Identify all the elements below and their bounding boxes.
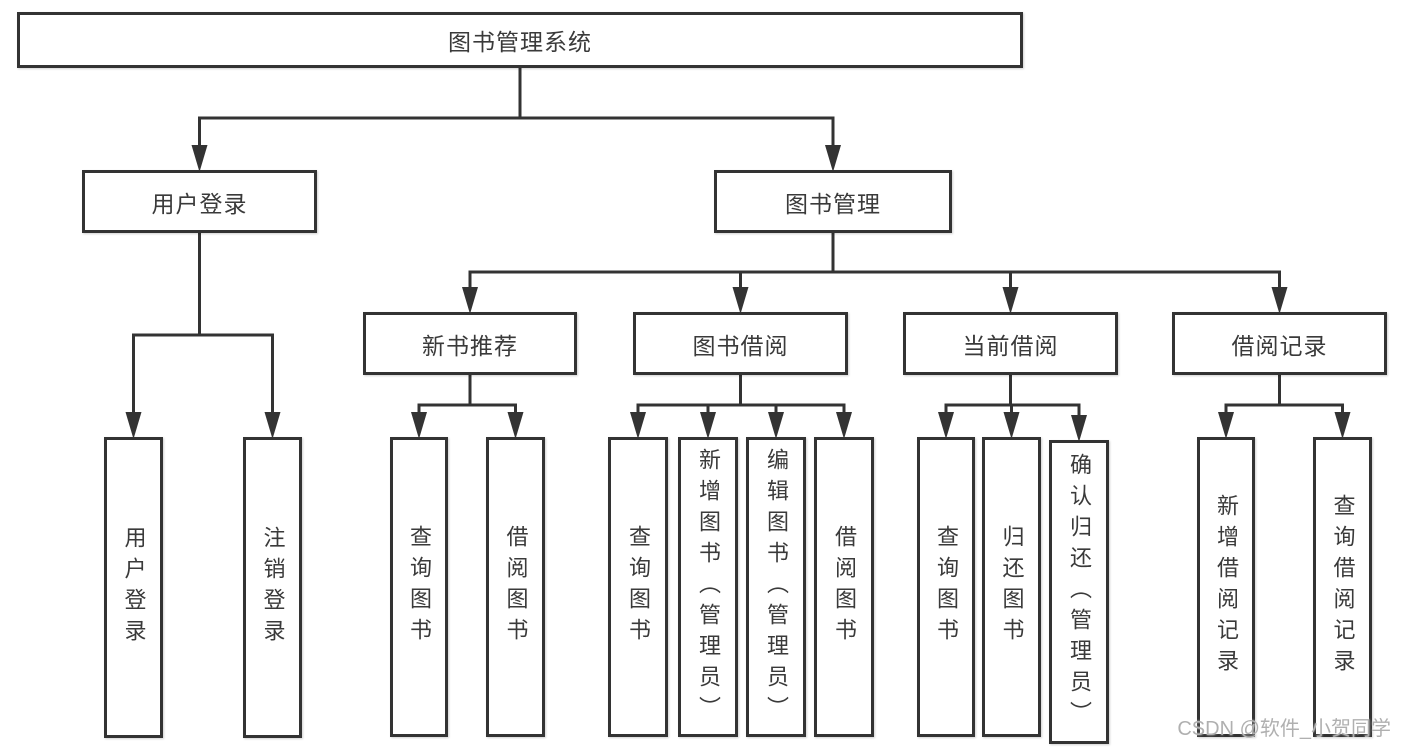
node-book-mgmt: 图书管理 <box>714 170 952 233</box>
node-system: 图书管理系统 <box>17 12 1023 68</box>
node-label: 查询图书 <box>626 525 651 649</box>
node-label: 当前借阅 <box>962 332 1059 359</box>
node-label: 借阅图书 <box>832 525 857 649</box>
node-label: 确认归还（管理员） <box>1067 452 1092 732</box>
node-label: 用户登录 <box>121 525 147 650</box>
node-label: 图书管理系统 <box>448 29 592 55</box>
node-borrow-records: 借阅记录 <box>1172 312 1387 375</box>
node-user-login: 用户登录 <box>82 170 317 233</box>
node-cb-query: 查询图书 <box>917 437 975 737</box>
node-logout: 注销登录 <box>243 437 302 738</box>
node-current-borrow: 当前借阅 <box>903 312 1118 375</box>
node-cb-confirm: 确认归还（管理员） <box>1049 440 1109 744</box>
node-label: 用户登录 <box>151 190 248 217</box>
node-cb-return: 归还图书 <box>982 437 1041 737</box>
node-label: 归还图书 <box>999 525 1025 649</box>
node-login: 用户登录 <box>104 437 163 738</box>
node-nb-borrow: 借阅图书 <box>486 437 545 737</box>
node-bb-query: 查询图书 <box>608 437 668 737</box>
node-bb-borrow: 借阅图书 <box>814 437 874 737</box>
node-label: 查询图书 <box>934 525 959 649</box>
node-bb-edit: 编辑图书（管理员） <box>746 437 806 737</box>
node-new-books: 新书推荐 <box>363 312 577 375</box>
node-br-query: 查询借阅记录 <box>1313 437 1372 737</box>
node-label: 编辑图书（管理员） <box>764 448 789 727</box>
node-label: 新增图书（管理员） <box>696 448 721 727</box>
node-label: 新增借阅记录 <box>1214 494 1239 680</box>
node-label: 注销登录 <box>260 525 286 650</box>
node-label: 查询借阅记录 <box>1330 494 1356 680</box>
node-label: 图书管理 <box>785 190 881 217</box>
node-book-borrow: 图书借阅 <box>633 312 848 375</box>
node-label: 图书借阅 <box>692 332 789 359</box>
node-bb-add: 新增图书（管理员） <box>678 437 738 737</box>
node-label: 借阅图书 <box>503 525 529 649</box>
node-label: 查询图书 <box>407 525 432 649</box>
node-label: 借阅记录 <box>1231 332 1328 359</box>
node-nb-query: 查询图书 <box>390 437 448 737</box>
node-label: 新书推荐 <box>422 332 518 359</box>
watermark: CSDN @软件_小贺同学 <box>1177 718 1391 740</box>
node-br-add: 新增借阅记录 <box>1197 437 1255 737</box>
